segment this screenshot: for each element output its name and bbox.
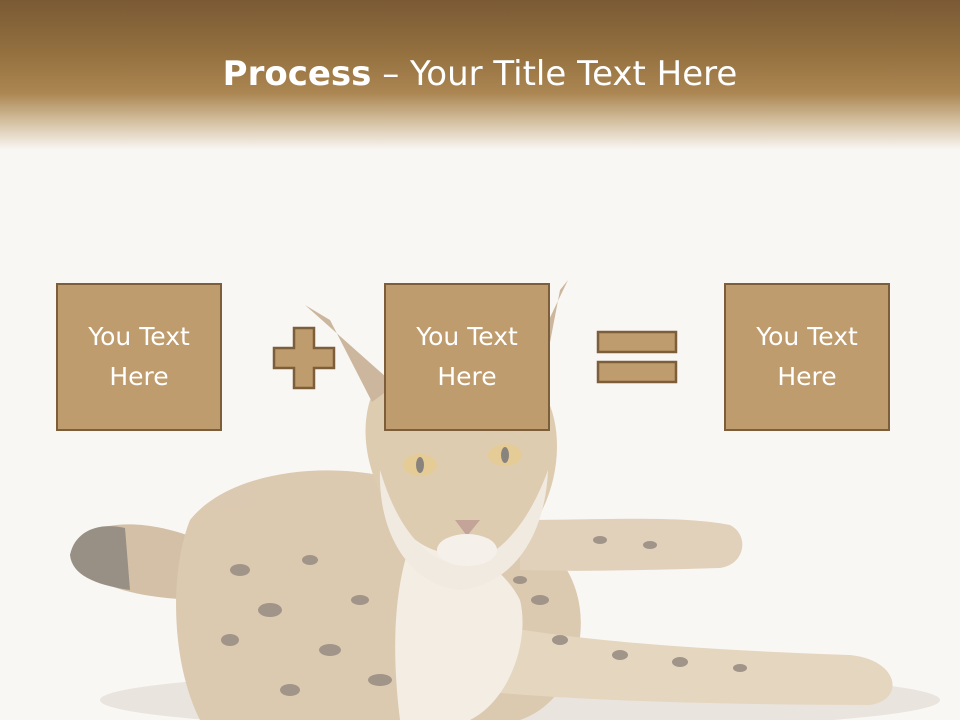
title-bar [0,0,960,150]
title-bold-text: Process [222,54,372,94]
title-dash: – [371,54,411,94]
process-box-1-text: You Text Here [88,322,190,391]
process-box-3[interactable]: You Text Here [724,283,890,431]
plus-icon [272,326,336,390]
process-box-3-text: You Text Here [756,322,858,391]
process-box-1[interactable]: You Text Here [56,283,222,431]
process-box-2[interactable]: You Text Here [384,283,550,431]
process-box-2-text: You Text Here [416,322,518,391]
slide-title: Process – Your Title Text Here [0,52,960,96]
equals-icon [596,330,678,384]
title-rest-text: Your Title Text Here [410,54,738,94]
